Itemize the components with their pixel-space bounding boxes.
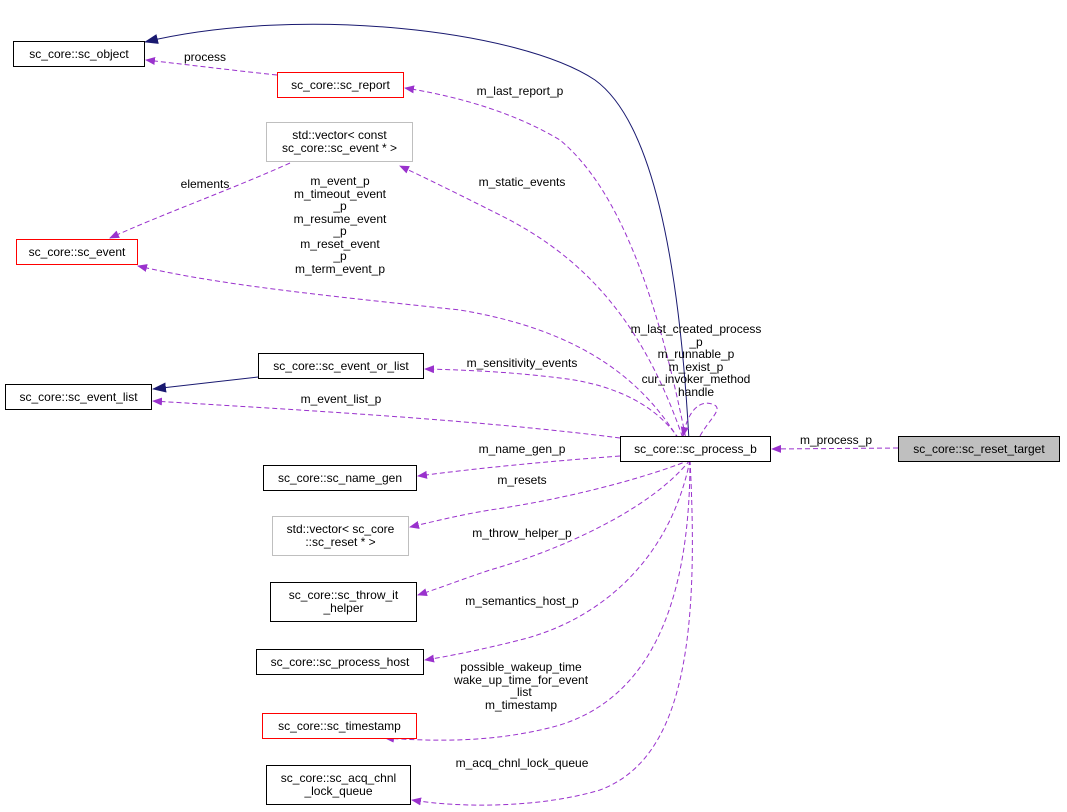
edge-m-event-list-p [152,397,621,439]
label-m-event-list-p: m_event_list_p [300,392,382,406]
label-m-throw-helper-p: m_throw_helper_p [472,526,572,540]
edge-event-members [137,264,691,461]
node-sc-acq-chnl-lock-queue[interactable]: sc_core::sc_acq_chnl _lock_queue [266,765,411,805]
node-sc-reset-target[interactable]: sc_core::sc_reset_target [898,436,1060,462]
edge-m-semantics-host-p [424,459,691,663]
label-m-name-gen-p: m_name_gen_p [478,442,566,456]
edge-self-members [680,402,718,437]
node-sc-throw-it-helper[interactable]: sc_core::sc_throw_it _helper [270,582,417,622]
label-m-sensitivity-events: m_sensitivity_events [466,356,578,370]
label-m-semantics-host-p: m_semantics_host_p [465,594,579,608]
edge-process [145,57,278,76]
label-self-members: m_last_created_process _p m_runnable_p m… [630,322,762,399]
node-vector-sc-reset[interactable]: std::vector< sc_core ::sc_reset * > [272,516,409,556]
edge-m-process-p [771,444,899,453]
node-sc-event[interactable]: sc_core::sc_event [16,239,138,265]
node-sc-timestamp[interactable]: sc_core::sc_timestamp [262,713,417,739]
label-m-acq-chnl-lock-queue: m_acq_chnl_lock_queue [455,756,589,770]
node-sc-report[interactable]: sc_core::sc_report [277,72,404,98]
edge-m-static-events [399,165,691,461]
node-sc-process-b[interactable]: sc_core::sc_process_b [620,436,771,462]
edge-m-resets [409,459,691,529]
edge-m-acq-chnl-lock-queue [411,459,693,806]
node-sc-event-list[interactable]: sc_core::sc_event_list [5,384,152,410]
label-event-members: m_event_p m_timeout_event _p m_resume_ev… [293,174,387,276]
edge-timestamp-members [384,459,691,743]
node-vector-sc-event[interactable]: std::vector< const sc_core::sc_event * > [266,122,413,162]
edge-elements [109,162,291,239]
label-m-static-events: m_static_events [478,175,566,189]
edge-m-last-report-p [404,85,691,461]
edge-m-throw-helper-p [417,459,691,597]
node-sc-event-or-list[interactable]: sc_core::sc_event_or_list [258,353,424,379]
node-sc-object[interactable]: sc_core::sc_object [13,41,145,67]
edge-m-sensitivity-events [424,365,691,461]
label-timestamp-members: possible_wakeup_time wake_up_time_for_ev… [453,660,589,712]
label-m-process-p: m_process_p [799,433,873,447]
edge-inherit-sc-object [144,23,691,461]
label-process: process [183,50,227,64]
label-elements: elements [180,177,230,191]
edge-m-name-gen-p [417,455,621,479]
label-m-resets: m_resets [497,473,547,487]
node-sc-name-gen[interactable]: sc_core::sc_name_gen [263,465,417,491]
node-sc-process-host[interactable]: sc_core::sc_process_host [256,649,424,675]
edge-inherit-sc-event-list [152,376,259,393]
label-m-last-report-p: m_last_report_p [476,84,564,98]
